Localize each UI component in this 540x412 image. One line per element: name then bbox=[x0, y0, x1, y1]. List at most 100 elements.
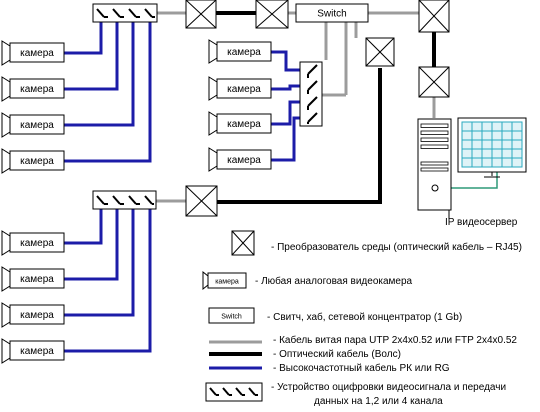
legend-digitizer-text-2: данных на 1,2 или 4 канала bbox=[314, 396, 443, 407]
legend-converter-text: - Преобразователь среды (оптический кабе… bbox=[271, 241, 522, 253]
monitor-screen-cell bbox=[511, 121, 523, 132]
monitor-screen-cell bbox=[461, 157, 473, 168]
coax-cable bbox=[64, 22, 103, 55]
monitor-screen-cell bbox=[511, 130, 523, 141]
monitor-screen-cell bbox=[461, 148, 473, 159]
camera-label: камера bbox=[20, 310, 54, 321]
cables bbox=[64, 11, 498, 353]
legend-camera-text: - Любая аналоговая видеокамера bbox=[255, 275, 413, 287]
coax-cable bbox=[64, 22, 152, 163]
monitor-screen-cell bbox=[481, 139, 493, 150]
camera: камера bbox=[208, 111, 272, 136]
camera-label: камера bbox=[227, 155, 261, 166]
monitor-screen-cell bbox=[491, 130, 503, 141]
legend-coax-text: - Высокочастотный кабель РК или RG bbox=[273, 362, 450, 374]
switch-label: Switch bbox=[317, 9, 346, 20]
digitizer-bottom bbox=[92, 190, 157, 210]
camera-label: камера bbox=[20, 84, 54, 95]
camera-label: камера bbox=[227, 47, 261, 58]
monitor bbox=[457, 117, 527, 178]
monitor-screen-cell bbox=[501, 139, 513, 150]
monitor-screen-cell bbox=[511, 148, 523, 159]
svg-text:Switch: Switch bbox=[221, 314, 242, 321]
camera: камера bbox=[1, 40, 65, 66]
power-button-icon bbox=[431, 184, 439, 192]
camera: камера bbox=[208, 39, 272, 64]
camera: камера bbox=[1, 148, 65, 174]
camera-label: камера bbox=[20, 346, 54, 357]
server-label: IP видеосервер bbox=[445, 210, 518, 228]
camera-label: камера bbox=[20, 48, 54, 59]
monitor-screen bbox=[461, 121, 523, 168]
media-converter-switch-side bbox=[365, 37, 395, 67]
network-switch: Switch bbox=[295, 3, 369, 23]
svg-text:IP видеосервер: IP видеосервер bbox=[445, 217, 518, 228]
camera: камера bbox=[1, 230, 65, 256]
camera: камера bbox=[1, 338, 65, 364]
optical-cable bbox=[217, 68, 382, 204]
monitor-screen-cell bbox=[461, 130, 473, 141]
monitor-screen-cell bbox=[501, 148, 513, 159]
optical-cables bbox=[216, 11, 436, 204]
monitor-screen-cell bbox=[471, 148, 483, 159]
camera-label: камера bbox=[227, 84, 261, 95]
coax-cable bbox=[271, 50, 300, 72]
monitor-screen-cell bbox=[491, 148, 503, 159]
legend-digitizer-symbol bbox=[205, 382, 263, 402]
camera-label: камера bbox=[20, 274, 54, 285]
camera-label: камера bbox=[20, 120, 54, 131]
legend-converter-symbol bbox=[231, 230, 255, 256]
coax-cable bbox=[64, 209, 135, 317]
digitizer-middle bbox=[299, 61, 323, 127]
monitor-screen-cell bbox=[491, 139, 503, 150]
coax-cable bbox=[64, 209, 152, 353]
coax-cable bbox=[271, 84, 300, 91]
monitor-screen-cell bbox=[471, 139, 483, 150]
camera-label: камера bbox=[20, 156, 54, 167]
monitor-screen-cell bbox=[511, 157, 523, 168]
legend-optical-text: - Оптический кабель (Волс) bbox=[273, 348, 401, 360]
media-converter-right-top bbox=[418, 0, 450, 33]
monitor-screen-cell bbox=[481, 157, 493, 168]
camera: камера bbox=[1, 302, 65, 328]
camera: камера bbox=[1, 112, 65, 138]
monitor-screen-cell bbox=[491, 157, 503, 168]
coax-cable bbox=[271, 100, 300, 126]
svg-text:камера: камера bbox=[215, 279, 239, 286]
legend: - Преобразователь среды (оптический кабе… bbox=[202, 230, 522, 407]
monitor-screen-cell bbox=[461, 121, 473, 132]
monitor-screen-cell bbox=[511, 139, 523, 150]
legend-switch-text: - Свитч, хаб, сетевой концентратор (1 Gb… bbox=[267, 311, 462, 323]
coax-cable bbox=[64, 209, 103, 245]
media-converter-top-2 bbox=[255, 0, 289, 29]
monitor-screen-cell bbox=[491, 121, 503, 132]
coax-cables bbox=[64, 22, 300, 353]
coax-cable bbox=[64, 209, 119, 281]
monitor-screen-cell bbox=[461, 139, 473, 150]
monitor-screen-cell bbox=[501, 121, 513, 132]
monitor-screen-cell bbox=[481, 121, 493, 132]
camera-label: камера bbox=[227, 119, 261, 130]
camera: камера bbox=[1, 266, 65, 292]
monitor-screen-cell bbox=[471, 121, 483, 132]
coax-cable bbox=[64, 22, 119, 91]
legend-camera-symbol: камера bbox=[202, 270, 247, 291]
legend-switch-symbol: Switch bbox=[208, 307, 255, 324]
monitor-screen-cell bbox=[501, 157, 513, 168]
media-converter-server-side bbox=[418, 66, 450, 98]
monitor-screen-cell bbox=[471, 157, 483, 168]
camera-label: камера bbox=[20, 238, 54, 249]
camera: камера bbox=[208, 147, 272, 172]
server-link-cable bbox=[451, 172, 498, 189]
digitizer-top bbox=[92, 3, 158, 23]
utp-cables bbox=[156, 11, 436, 203]
camera: камера bbox=[208, 76, 272, 101]
camera: камера bbox=[1, 76, 65, 102]
coax-cable bbox=[64, 22, 135, 127]
coax-cable bbox=[271, 116, 300, 162]
media-converter-bottom bbox=[185, 185, 218, 217]
monitor-screen-cell bbox=[471, 130, 483, 141]
legend-utp-text: - Кабель витая пара UTP 2x4x0.52 или FTP… bbox=[273, 334, 517, 346]
monitor-screen-cell bbox=[481, 130, 493, 141]
